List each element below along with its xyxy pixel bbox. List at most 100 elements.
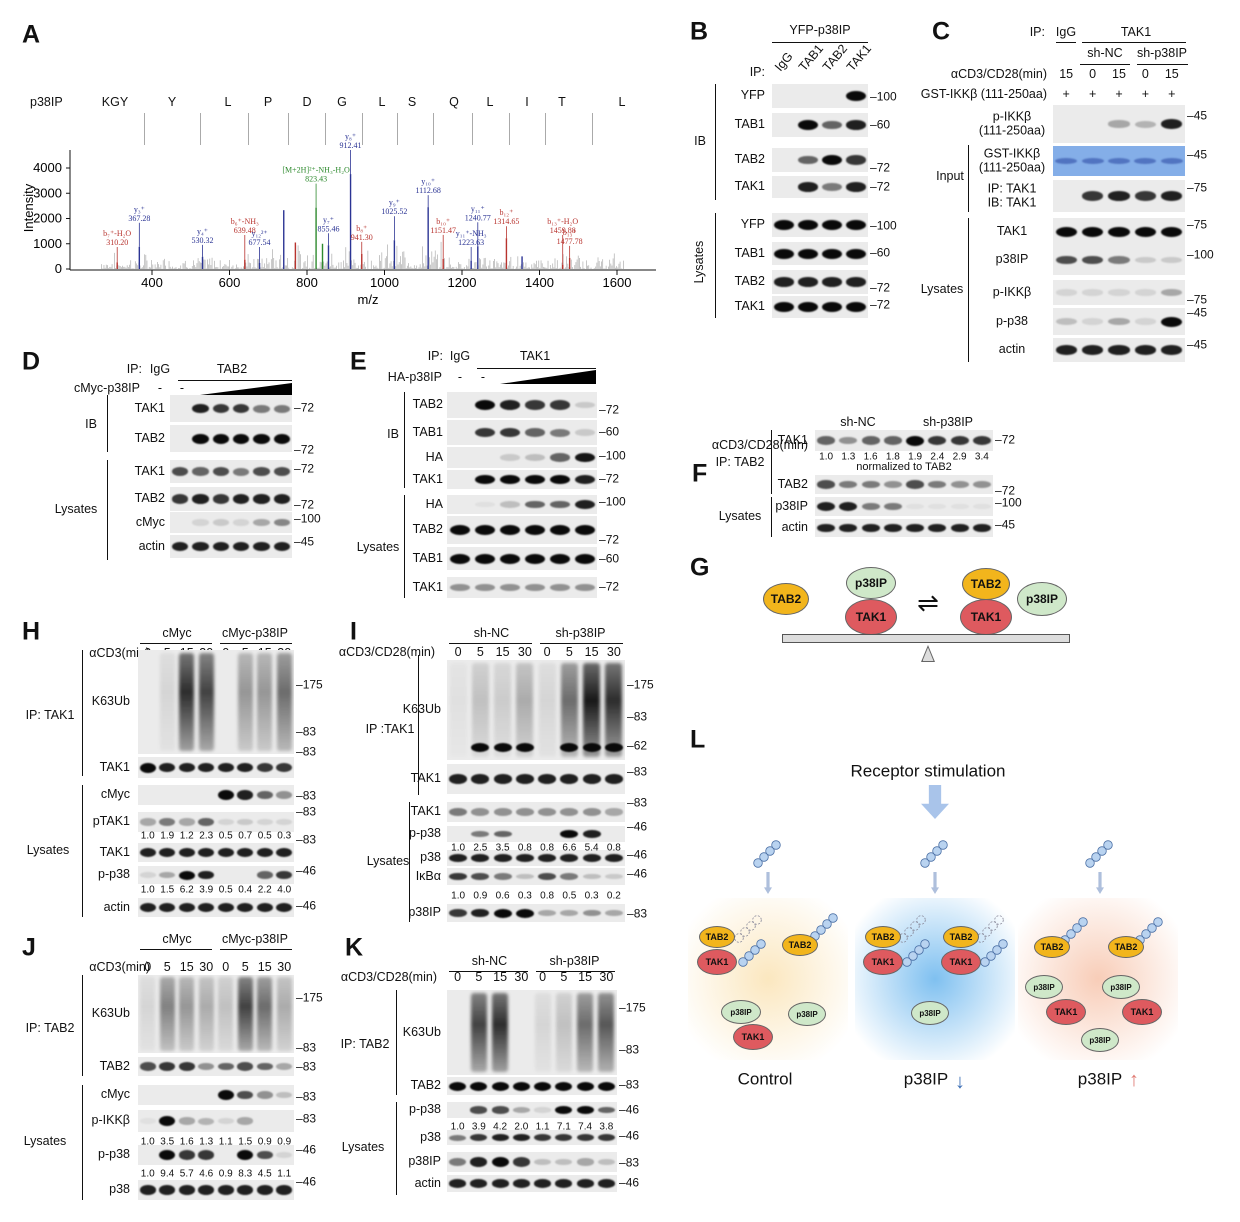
protein-band bbox=[192, 494, 209, 504]
construct-minus: - bbox=[457, 370, 463, 385]
ubiquitin-icon bbox=[998, 939, 1008, 949]
western-blot-strip bbox=[1053, 146, 1185, 176]
protein-name: p38IP bbox=[1025, 592, 1058, 606]
ubiquitin-icon bbox=[752, 915, 762, 925]
protein-band bbox=[470, 1106, 488, 1114]
group-header: sh-NC bbox=[471, 954, 508, 969]
protein-band bbox=[493, 873, 512, 880]
protein-name: TAK1 bbox=[855, 610, 887, 624]
smear-lane bbox=[534, 992, 551, 1073]
protein-band bbox=[524, 428, 545, 437]
protein-name: p38IP bbox=[854, 576, 887, 590]
molecular-weight-marker: 46 bbox=[296, 899, 316, 912]
tak1-protein: TAK1 bbox=[845, 599, 897, 635]
molecular-weight-marker: 83 bbox=[627, 907, 647, 920]
protein-band bbox=[499, 474, 520, 485]
smear-lane bbox=[179, 653, 195, 751]
row-label: TAB2 bbox=[134, 430, 165, 445]
sequence-residue: S bbox=[407, 95, 417, 110]
fragment-separator bbox=[544, 113, 546, 145]
molecular-weight-marker: 75 bbox=[1187, 181, 1207, 194]
protein-band bbox=[582, 873, 601, 880]
ion-label: y₁₁⁺ bbox=[471, 204, 485, 213]
panel-letter: E bbox=[350, 347, 367, 376]
protein-band bbox=[883, 502, 902, 511]
protein-band bbox=[560, 742, 579, 752]
protein-band bbox=[524, 400, 545, 410]
protein-band bbox=[192, 403, 209, 414]
western-blot-strip bbox=[138, 1057, 294, 1076]
protein-band bbox=[574, 583, 595, 592]
protein-band bbox=[470, 1179, 488, 1188]
western-blot-strip bbox=[815, 519, 993, 537]
molecular-weight-marker: 72 bbox=[294, 443, 314, 456]
smear-lane bbox=[159, 977, 175, 1051]
protein-band bbox=[822, 277, 842, 287]
ubiquitin-icon bbox=[1072, 923, 1082, 933]
group-header: sh-NC bbox=[473, 626, 510, 641]
molecular-weight-marker: 100 bbox=[1187, 248, 1214, 261]
protein-band bbox=[493, 774, 512, 784]
protein-band bbox=[906, 523, 925, 533]
protein-band bbox=[549, 553, 570, 564]
quantification-value: 1.2 bbox=[179, 830, 194, 842]
ubiquitin-icon bbox=[904, 927, 914, 937]
western-blot-strip bbox=[447, 802, 625, 822]
molecular-weight-marker: 46 bbox=[296, 1143, 316, 1156]
ubiquitin-icon bbox=[740, 927, 750, 937]
quantification-value: 0.9 bbox=[473, 890, 488, 902]
molecular-weight-marker: 45 bbox=[995, 518, 1015, 531]
row-label: actin bbox=[998, 342, 1026, 357]
quantification-value: 0.3 bbox=[584, 890, 599, 902]
ion-label: y₈⁺ bbox=[345, 132, 356, 141]
western-blot-strip bbox=[447, 1102, 617, 1118]
protein-band bbox=[1161, 345, 1183, 355]
quantification-value: 0.3 bbox=[277, 830, 292, 842]
protein-band bbox=[1082, 345, 1104, 355]
ion-label: b₁₃⁺ bbox=[563, 228, 577, 237]
protein-band bbox=[198, 817, 215, 827]
group-bracket bbox=[404, 495, 405, 598]
smear-lane bbox=[577, 992, 594, 1073]
molecular-weight-marker: 83 bbox=[627, 796, 647, 809]
time-point: 15 bbox=[493, 970, 508, 985]
protein-band bbox=[512, 1081, 530, 1091]
protein-band bbox=[549, 500, 570, 509]
x-tick-label: 1200 bbox=[448, 275, 477, 290]
protein-band bbox=[604, 909, 623, 917]
protein-band bbox=[276, 1091, 293, 1099]
protein-band bbox=[233, 467, 250, 476]
y-tick-label: 2000 bbox=[33, 211, 62, 226]
western-blot-strip bbox=[170, 395, 292, 422]
western-blot-strip bbox=[1053, 180, 1185, 212]
protein-band bbox=[1082, 226, 1104, 237]
time-point: 0 bbox=[1089, 67, 1097, 82]
protein-band bbox=[192, 433, 209, 444]
western-blot-strip bbox=[447, 577, 597, 598]
protein-band bbox=[846, 120, 866, 130]
protein-band bbox=[798, 277, 818, 287]
protein-band bbox=[172, 467, 189, 476]
quantification-value: 1.1 bbox=[535, 1121, 550, 1133]
x-tick-label: 400 bbox=[141, 275, 163, 290]
protein-band bbox=[1134, 345, 1156, 355]
time-point: 15 bbox=[495, 645, 510, 660]
protein-band bbox=[798, 120, 818, 130]
protein-band bbox=[906, 480, 925, 489]
row-label: IκBα bbox=[415, 868, 441, 883]
protein-band bbox=[538, 909, 557, 917]
group-bracket bbox=[396, 990, 397, 1095]
molecular-weight-marker: 83 bbox=[296, 805, 316, 818]
protein-band bbox=[972, 480, 991, 489]
time-point: 30 bbox=[606, 645, 621, 660]
protein-band bbox=[1108, 120, 1130, 128]
protein-band bbox=[212, 467, 229, 476]
protein-band bbox=[1134, 318, 1156, 325]
western-blot-strip bbox=[772, 113, 868, 137]
time-point: 15 bbox=[179, 960, 194, 975]
substrate-plus: + bbox=[1168, 87, 1176, 102]
protein-band bbox=[499, 525, 520, 535]
group-header: sh-NC bbox=[1087, 46, 1123, 61]
row-label: p38IP bbox=[995, 252, 1029, 267]
